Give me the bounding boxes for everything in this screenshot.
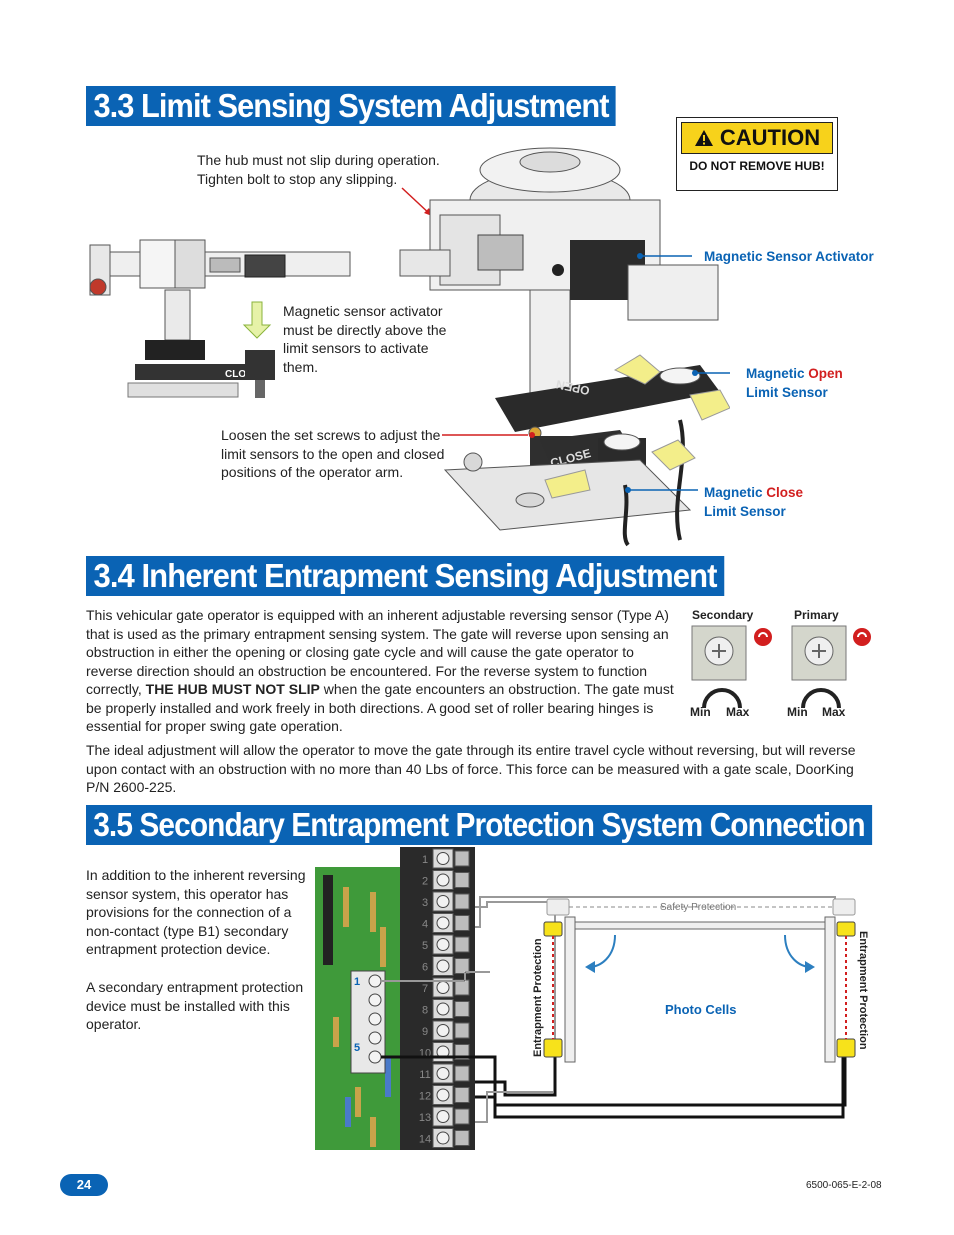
- callout-sensor-activator: Magnetic Sensor Activator: [704, 249, 874, 264]
- caution-heading: CAUTION: [681, 122, 833, 154]
- terminal-clamp: [454, 1022, 470, 1039]
- section-3-3-title: 3.3 Limit Sensing System Adjustment: [86, 86, 616, 126]
- terminal-clamp: [454, 915, 470, 931]
- terminal-screw-head: [436, 959, 450, 973]
- terminal-screw-head: [436, 895, 450, 908]
- terminal-screw-head: [436, 1110, 450, 1123]
- section-3-5-paragraph-2: A secondary entrapment protection device…: [86, 979, 304, 1032]
- document-number: 6500-065-E-2-08: [806, 1180, 882, 1191]
- terminal-clamp: [454, 1001, 470, 1017]
- section-3-4-paragraph-2: The ideal adjustment will allow the oper…: [86, 742, 856, 795]
- callout-open-limit-sensor: Magnetic Open Limit Sensor: [746, 366, 843, 400]
- terminal-clamp: [454, 893, 470, 910]
- terminal-screw-head: [436, 916, 450, 930]
- small-terminal-5: 5: [354, 1042, 360, 1054]
- terminal-screw-head: [436, 938, 450, 951]
- terminal-number: 11: [419, 1069, 430, 1081]
- limit-sensor-illustration: CLOSE OPEN CLOSE: [89, 147, 730, 547]
- terminal-clamp: [454, 872, 470, 888]
- primary-max: Max: [822, 705, 846, 719]
- terminal-number: 13: [419, 1112, 431, 1124]
- entrapment-label-left: Entrapment Protection: [532, 938, 544, 1057]
- terminal-screw-head: [436, 1067, 450, 1080]
- pot-adjusters: [691, 625, 871, 709]
- terminal-number: 2: [422, 876, 428, 888]
- small-close-text: CLOSE: [225, 369, 260, 380]
- terminal-screw-head: [436, 981, 450, 994]
- terminal-screw-head: [436, 1131, 450, 1145]
- small-terminal-1: 1: [354, 976, 360, 988]
- open-text: OPEN: [555, 377, 591, 398]
- terminal-number: 8: [422, 1005, 428, 1017]
- rotate-arrow-icon: [754, 628, 772, 646]
- terminal-number: 7: [422, 983, 428, 995]
- photo-cells-label: Photo Cells: [665, 1002, 737, 1017]
- secondary-pot: [691, 625, 772, 709]
- secondary-min: Min: [690, 705, 711, 719]
- caution-message: DO NOT REMOVE HUB!: [689, 159, 825, 173]
- terminal-number: 3: [422, 897, 428, 909]
- terminal-number: 9: [422, 1026, 428, 1038]
- hub-assembly: OPEN CLOSE: [399, 147, 730, 547]
- terminal-number: 14: [419, 1134, 431, 1146]
- setscrew-note: Loosen the set screws to adjust the limi…: [221, 427, 445, 480]
- terminal-clamp: [454, 1087, 470, 1103]
- terminal-screw-head: [436, 852, 450, 865]
- terminal-clamp: [454, 979, 470, 996]
- terminal-clamp: [454, 958, 470, 974]
- safety-protection-label: Safety Protection: [660, 902, 736, 913]
- terminal-clamp: [454, 850, 470, 867]
- hub-note: The hub must not slip during operation. …: [197, 152, 440, 187]
- terminal-number: 1: [422, 854, 428, 866]
- primary-min: Min: [787, 705, 808, 719]
- section-3-4-paragraph-1: This vehicular gate operator is equipped…: [86, 607, 674, 734]
- terminal-clamp: [454, 936, 470, 953]
- primary-pot: [791, 625, 871, 709]
- activator-note: Magnetic sensor activator must be direct…: [283, 303, 447, 375]
- terminal-clamp: [454, 1065, 470, 1082]
- secondary-max: Max: [726, 705, 750, 719]
- page-number: 24: [60, 1174, 108, 1196]
- entrapment-label-right: Entrapment Protection: [857, 931, 869, 1050]
- terminal-number: 5: [422, 940, 428, 952]
- terminal-clamp: [454, 1130, 470, 1146]
- terminal-number: 6: [422, 962, 428, 974]
- terminal-screw-head: [436, 1088, 450, 1102]
- terminal-screw-head: [436, 1024, 450, 1037]
- section-3-5-title: 3.5 Secondary Entrapment Protection Syst…: [86, 805, 872, 845]
- small-assembly: CLOSE: [89, 239, 351, 398]
- section-3-5-paragraph-1: In addition to the inherent reversing se…: [86, 867, 306, 957]
- caution-label: CAUTION DO NOT REMOVE HUB!: [676, 117, 838, 191]
- pot-primary-label: Primary: [794, 608, 839, 622]
- pot-secondary-label: Secondary: [692, 608, 754, 622]
- terminal-screw-head: [436, 873, 450, 887]
- terminal-number: 12: [419, 1091, 431, 1103]
- terminal-clamp: [454, 1108, 470, 1125]
- rotate-arrow-icon: [853, 628, 871, 646]
- terminal-number: 4: [422, 919, 428, 931]
- section-3-4-title: 3.4 Inherent Entrapment Sensing Adjustme…: [86, 556, 724, 596]
- callout-close-limit-sensor: Magnetic Close Limit Sensor: [704, 485, 804, 519]
- warning-triangle-icon: [694, 130, 713, 146]
- terminal-screw-head: [436, 1002, 450, 1016]
